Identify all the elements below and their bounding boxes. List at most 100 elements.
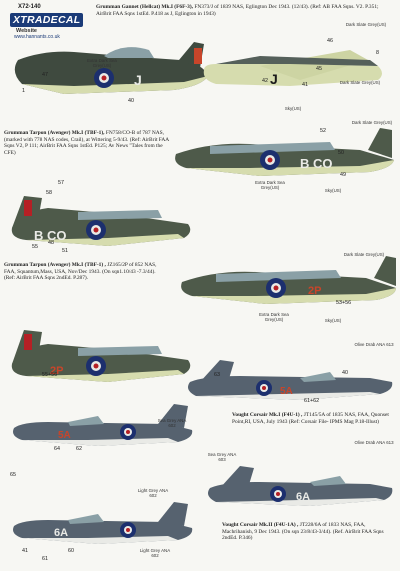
corsair-2-left-code: 6A [54,527,68,539]
callout-number: 51 [62,248,68,254]
entry-1-title: Grumman Gannet (Hellcat) Mk.I (F6F-3), [96,4,194,10]
fuselage-underside [22,76,208,94]
callout-number: 40 [342,370,348,376]
hellcat-underside-view: J [203,50,382,87]
callout-number: 64 [54,446,60,452]
fin-flash [24,200,32,216]
label-extra-dark-sea-grey-2: Extra Dark Sea Grey(US) [255,180,285,190]
fuselage-underside [192,288,396,304]
entry-4-caption: Vought Corsair Mk.I (F4U-1) , JT145/5A o… [232,412,392,425]
tarpon-2-side-view: 2P [181,256,396,304]
canopy [104,47,154,58]
entry-2-caption: Grumman Tarpon (Avenger) Mk.I (TBF-1), F… [4,130,174,156]
callout-number: 53+56 [336,300,352,306]
roundel-center [273,285,279,291]
fuselage-underside [26,370,184,382]
label-extra-dark-sea-grey-3: Extra Dark Sea Grey(US) [259,312,289,322]
corsair-2-side-view: 6A [208,466,393,506]
fin [374,256,396,286]
tarpon-1-left-code: B CO [34,228,67,243]
corsair-1-left-view: 5A [13,404,193,446]
fin [200,360,234,382]
canopy [310,476,346,486]
canopy [210,142,335,154]
callout-number: 65 [10,472,16,478]
fin-flash [194,48,202,64]
entry-2-title: Grumman Tarpon (Avenger) Mk.I (TBF-1), [4,130,105,136]
canopy [68,416,104,426]
roundel-center [276,492,280,496]
label-light-grey-1: Light Grey ANA 602 [137,488,169,498]
entry-5-caption: Vought Corsair Mk.II (F4U-1A) , JT228/6A… [222,522,394,542]
callout-number: 8 [376,50,379,56]
fin [158,502,188,526]
callout-number: 58 [46,190,52,196]
canopy [300,372,336,382]
label-olive-drab-1: Olive Drab ANA 613 [354,342,394,347]
callout-number: 46 [327,38,333,44]
callout-number: 48 [48,240,54,246]
canopy [78,210,162,220]
callout-number: 47 [42,72,48,78]
label-sky-2: Sky(US) [324,188,342,193]
roundel-center [93,227,99,233]
entry-3-title: Grumman Tarpon (Avenger) Mk.I (TBF-1) , [4,262,106,268]
entry-1-caption: Grumman Gannet (Hellcat) Mk.I (F6F-3), F… [96,4,388,17]
corsair-2-code: 6A [296,491,310,503]
brand-logo: X72-140 XTRADECAL Website www.hannants.c… [10,4,88,40]
label-dark-slate-grey-2: Dark Slate Grey(US) [351,120,393,125]
fin-flash [24,334,32,350]
tarpon-1-left-view: B CO [11,196,191,246]
roundel-center [126,528,130,532]
callout-number: 55+56 [42,372,58,378]
fuselage-underside [186,160,394,176]
roundel-center [101,75,107,81]
corsair-1-left-code: 5A [58,430,71,441]
website-label: Website [16,28,37,34]
fin [368,128,392,158]
callout-number: 42 [262,78,268,84]
entry-4-title: Vought Corsair Mk.I (F4U-1) , [232,412,303,418]
roundel-center [93,363,99,369]
underside-wing [260,50,368,80]
callout-number: 49 [340,172,346,178]
tarpon-1-side-view: B CO [175,128,394,176]
callout-number: 52 [320,128,326,134]
corsair-1-code: 5A [280,386,293,397]
entry-3-text: JZ165/2P of 852 NAS, FAA, Squantum,Mass,… [4,262,157,282]
tarpon-2-code: 2P [308,285,321,297]
label-dark-slate-grey-1b: Dark Slate Grey(US) [339,80,381,85]
fin [158,404,188,428]
callout-number: 60 [68,548,74,554]
callout-number: 63 [214,372,220,378]
roundel-center [262,386,266,390]
fin [220,466,254,488]
fuselage-underside [22,536,178,544]
callout-number: 45 [316,66,322,72]
label-dark-slate-grey-3: Dark Slate Grey(US) [343,252,385,257]
entry-4-text: JT145/5A of 1835 NAS, FAA, Quonset Point… [232,412,389,425]
callout-number: 61+62 [304,398,320,404]
callout-number: 55 [32,244,38,250]
tarpon-2-left-code: 2P [50,365,63,377]
label-light-grey-2: Light Grey ANA 602 [139,548,171,558]
callout-number: 40 [128,98,134,104]
corsair-2-left-view: 6A [13,502,193,544]
roundel-center [267,157,273,163]
callout-number: 61 [42,556,48,562]
entry-2-text: FN758/CO-B of 787 NAS, (marked with 778 … [4,130,169,156]
upper-edge [216,56,378,66]
label-dark-slate-grey-1: Dark Slate Grey(US) [345,22,387,27]
fuselage-underside [196,392,380,400]
label-olive-drab-2: Olive Drab ANA 613 [354,440,394,445]
callout-number: 50 [338,150,344,156]
fuselage-underside [22,438,178,446]
label-sky-3: Sky(US) [324,318,342,323]
fuselage-underside [216,498,384,506]
fuselage-underside [26,234,184,246]
entry-5-text: JT228/6A of 1833 NAS, FAA, Machrihanish,… [222,522,384,542]
roundel-center [126,430,130,434]
entry-3-caption: Grumman Tarpon (Avenger) Mk.I (TBF-1) , … [4,262,164,282]
website-url[interactable]: www.hannants.co.uk [14,34,60,40]
tarpon-2-left-view: 2P [11,330,191,382]
